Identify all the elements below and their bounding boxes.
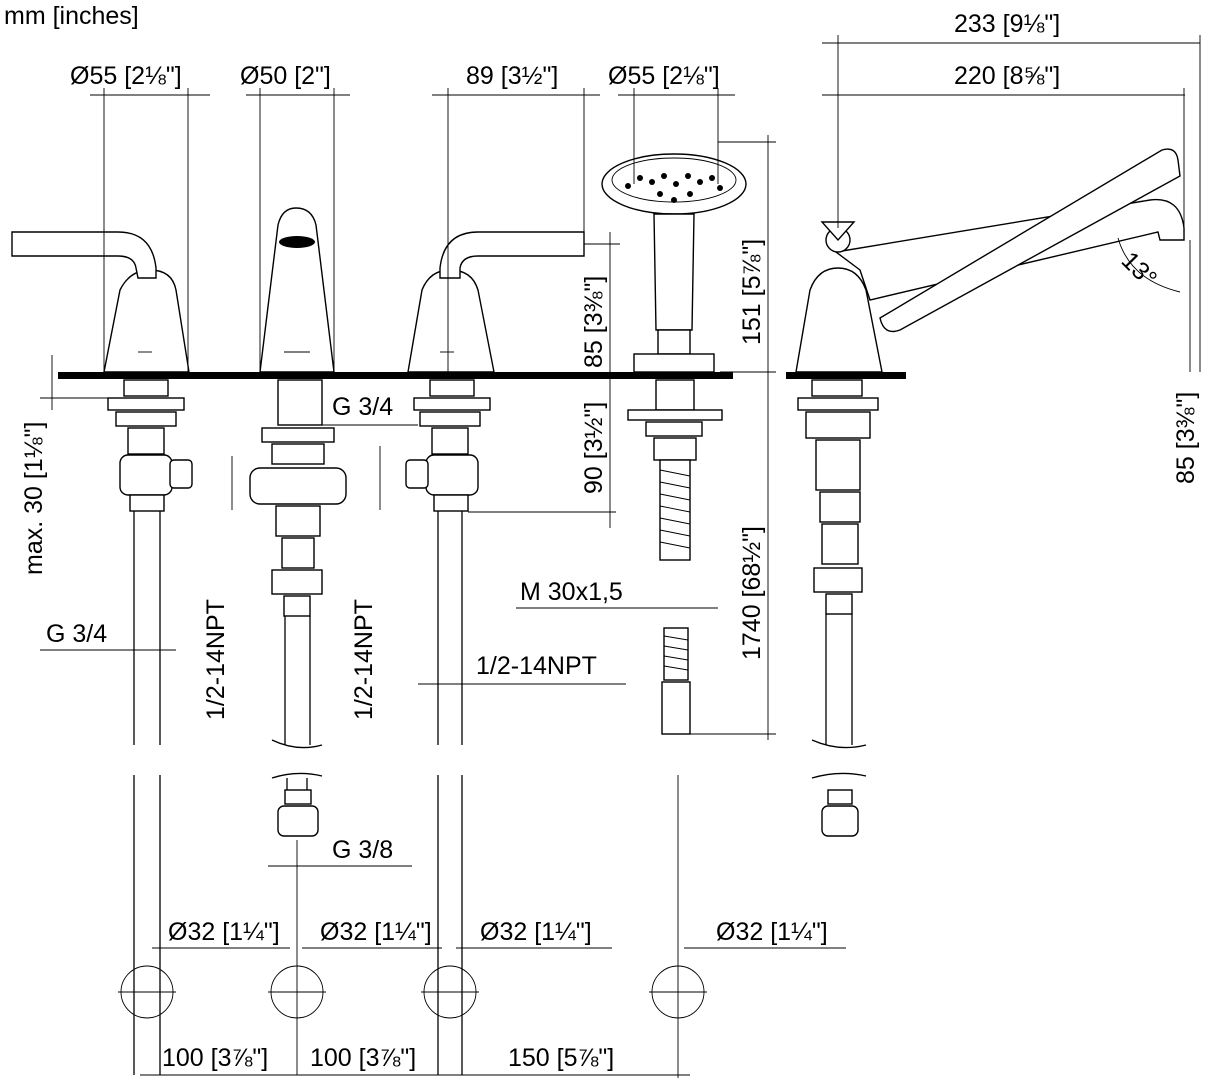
dim-90: 90 [3½"] [580,402,608,494]
dim-89: 89 [3½"] [466,62,558,90]
dim-85-left: 85 [3⅜"] [580,276,608,368]
dim-13-degree: 13° [1116,246,1163,293]
hole-diameter-1: Ø32 [1¼"] [168,918,280,946]
dim-diameter-55-right: Ø55 [2⅛"] [608,62,720,90]
spacing-150: 150 [5⅞"] [508,1044,614,1072]
dim-220: 220 [8⅝"] [954,62,1060,90]
units-label: mm [inches] [4,2,139,30]
side-view-spout [795,148,1185,837]
hand-shower [601,153,747,735]
label-g38: G 3/8 [332,836,393,864]
spacing-100-second: 100 [3⅞"] [310,1044,416,1072]
label-m30: M 30x1,5 [520,578,623,606]
dim-diameter-55-left: Ø55 [2⅛"] [70,62,182,90]
dim-diameter-50: Ø50 [2"] [240,62,331,90]
center-spout [249,207,347,1075]
spacing-100-first: 100 [3⅞"] [162,1044,268,1072]
dimension-lines [40,35,1201,1078]
label-npt-center: 1/2-14NPT [202,599,230,720]
dim-max-30: max. 30 [1⅛"] [20,422,48,575]
label-npt-middle: 1/2-14NPT [350,599,378,720]
dim-85-right: 85 [3⅜"] [1172,392,1200,484]
dim-151: 151 [5⅞"] [738,239,766,345]
label-g34-left: G 3/4 [46,620,107,648]
dim-1740: 1740 [68½"] [738,526,766,660]
hole-diameter-4: Ø32 [1¼"] [716,918,828,946]
deck-plate-left [58,372,733,379]
hole-diameter-3: Ø32 [1¼"] [480,918,592,946]
dim-233: 233 [9⅛"] [954,10,1060,38]
hole-diameter-2: Ø32 [1¼"] [320,918,432,946]
right-handle-valve [405,231,585,1075]
label-npt-right: 1/2-14NPT [476,652,597,680]
deck-plate-right [786,372,906,379]
left-handle-valve [11,231,193,1075]
label-g34-center: G 3/4 [332,393,393,421]
